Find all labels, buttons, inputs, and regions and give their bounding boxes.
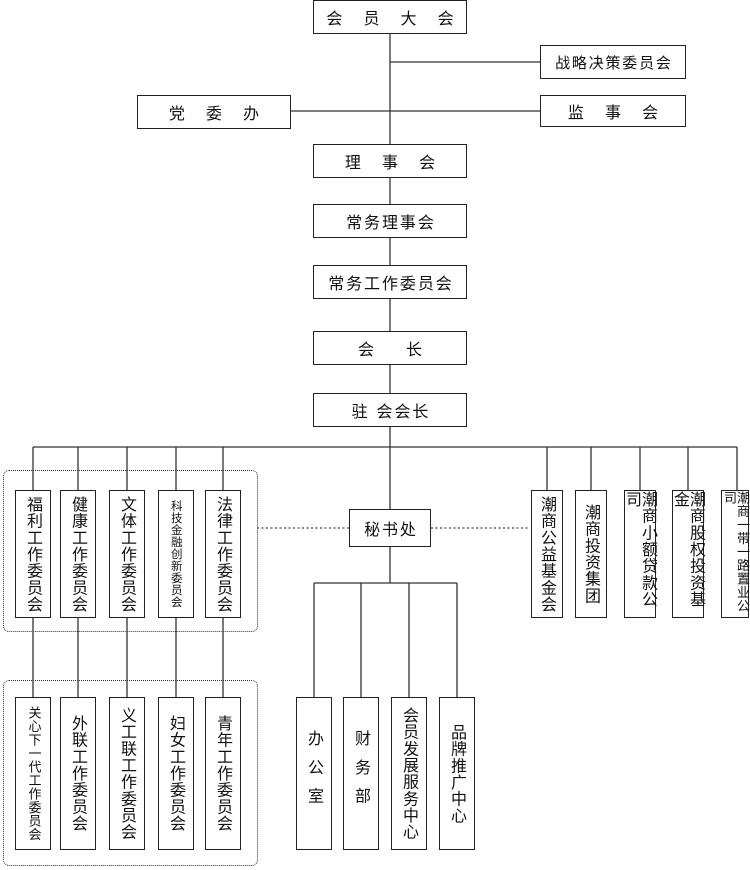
tech-finance-committee-box: 科技金融创新委员会: [158, 490, 194, 618]
resident-president-box: 驻 会会长: [313, 393, 467, 427]
president-box: 会 长: [313, 331, 467, 365]
general-assembly-box: 会 员 大 会: [313, 0, 467, 34]
equity-fund-box: 潮商股权投资基金: [671, 490, 706, 618]
volunteer-committee-box: 义工联工作委员会: [109, 697, 145, 850]
member-service-center-box: 会员发展服务中心: [391, 697, 427, 850]
microloan-company-box: 潮商小额贷款公司: [623, 490, 658, 618]
supervisory-board-box: 监 事 会: [540, 95, 686, 127]
charity-foundation-box: 潮商公益基金会: [531, 490, 563, 618]
committees-group-1: [3, 470, 258, 632]
finance-department-box: 财务部: [343, 697, 379, 850]
women-committee-box: 妇女工作委员会: [158, 697, 194, 850]
council-box: 理 事 会: [313, 144, 467, 178]
youth-committee-box: 青年工作委员会: [205, 697, 241, 850]
next-generation-committee-box: 关心下一代工作委员会: [15, 697, 51, 850]
standing-work-committee-box: 常务工作委员会: [313, 265, 467, 299]
legal-committee-box: 法律工作委员会: [205, 490, 241, 618]
office-box: 办公室: [296, 697, 332, 850]
investment-group-box: 潮商投资集团: [575, 490, 607, 618]
welfare-committee-box: 福利工作委员会: [15, 490, 51, 618]
brand-promotion-center-box: 品牌推广中心: [439, 697, 475, 850]
health-committee-box: 健康工作委员会: [60, 490, 96, 618]
strategy-committee-box: 战略决策委员会: [540, 45, 686, 79]
standing-council-box: 常务理事会: [313, 204, 467, 238]
external-relations-committee-box: 外联工作委员会: [60, 697, 96, 850]
party-office-box: 党 委 办: [137, 95, 291, 129]
committees-group-2: [3, 680, 258, 866]
culture-sports-committee-box: 文体工作委员会: [109, 490, 145, 618]
belt-road-property-box: 潮商一带一路置业公司: [721, 490, 749, 618]
secretariat-box: 秘书处: [349, 509, 431, 547]
